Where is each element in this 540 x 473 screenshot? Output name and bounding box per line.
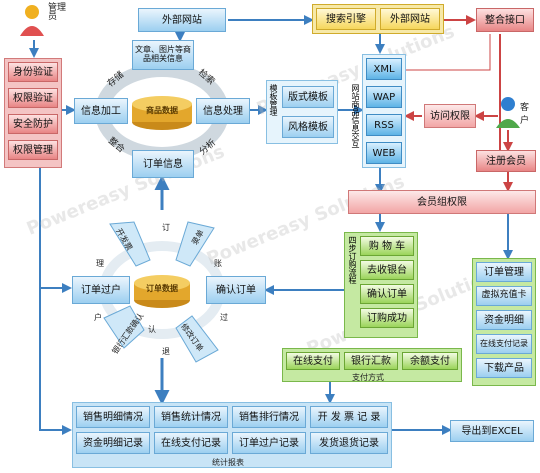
style-template[interactable]: 风格模板 <box>282 116 334 138</box>
order-info[interactable]: 订单信息 <box>132 150 194 178</box>
report-sales-detail[interactable]: 销售明细情况 <box>76 406 150 428</box>
export-excel-button[interactable]: 导出到EXCEL <box>450 420 534 442</box>
report-sales-stat[interactable]: 销售统计情况 <box>154 406 228 428</box>
member-download[interactable]: 下载产品 <box>476 358 532 378</box>
report-fund-detail[interactable]: 资金明细记录 <box>76 432 150 454</box>
ring-char: 过 <box>220 313 228 322</box>
template-management-label: 模板管理 <box>269 84 278 116</box>
format-wap[interactable]: WAP <box>366 86 402 108</box>
external-site-left[interactable]: 外部网站 <box>138 8 226 32</box>
ring-char: 认 <box>148 325 156 334</box>
format-rss[interactable]: RSS <box>366 114 402 136</box>
integration-interface[interactable]: 整合接口 <box>476 8 534 32</box>
pay-bank[interactable]: 银行汇款 <box>344 352 398 370</box>
admin-label: 管理员 <box>48 3 67 23</box>
report-sales-rank[interactable]: 销售排行情况 <box>232 406 306 428</box>
format-web[interactable]: WEB <box>366 142 402 164</box>
info-process-right[interactable]: 信息处理 <box>196 98 250 124</box>
security-button[interactable]: 安全防护 <box>8 114 58 134</box>
permission-manage-button[interactable]: 权限管理 <box>8 140 58 160</box>
member-fund-detail[interactable]: 资金明细 <box>476 310 532 330</box>
info-ring-top: 文章、图片等商品相关信息 <box>132 40 194 70</box>
report-shipping-return[interactable]: 发货退货记录 <box>310 432 388 454</box>
step-confirm[interactable]: 确认订单 <box>360 284 414 304</box>
info-process-left[interactable]: 信息加工 <box>74 98 128 124</box>
step-checkout[interactable]: 去收银台 <box>360 260 414 280</box>
customer-label: 客户 <box>520 103 530 126</box>
layout-template[interactable]: 版式模板 <box>282 86 334 108</box>
confirm-order[interactable]: 确认订单 <box>206 276 266 304</box>
product-data-db: 商品数据 <box>146 105 178 115</box>
search-engine-button[interactable]: 搜索引擎 <box>316 8 376 30</box>
permission-check-button[interactable]: 权限验证 <box>8 88 58 108</box>
payment-label: 支付方式 <box>352 373 384 382</box>
reports-label: 统计报表 <box>212 458 244 467</box>
report-invoice[interactable]: 开 发 票 记 录 <box>310 406 388 428</box>
ring-char: 账 <box>214 259 222 268</box>
access-permission[interactable]: 访问权限 <box>424 104 476 128</box>
report-order-transfer[interactable]: 订单过户记录 <box>232 432 306 454</box>
step-cart[interactable]: 购 物 车 <box>360 236 414 256</box>
interaction-label: 网站商品信息交互 <box>351 84 360 148</box>
member-group-permission[interactable]: 会员组权限 <box>348 190 536 214</box>
member-online-pay-record[interactable]: 在线支付记录 <box>476 334 532 354</box>
identity-check-button[interactable]: 身份验证 <box>8 62 58 82</box>
member-order-manage[interactable]: 订单管理 <box>476 262 532 282</box>
spoke-return: 退 <box>162 347 170 356</box>
register-member[interactable]: 注册会员 <box>476 150 536 172</box>
ring-char: 户 <box>94 313 102 322</box>
ring-char: 理 <box>96 259 104 268</box>
format-xml[interactable]: XML <box>366 58 402 80</box>
report-online-pay[interactable]: 在线支付记录 <box>154 432 228 454</box>
spoke-order: 订 <box>162 223 170 232</box>
order-transfer[interactable]: 订单过户 <box>72 276 130 304</box>
pay-online[interactable]: 在线支付 <box>286 352 340 370</box>
pay-balance[interactable]: 余额支付 <box>402 352 458 370</box>
order-data-db: 订单数据 <box>146 283 178 293</box>
order-steps-label: 四步订购流程 <box>348 236 357 284</box>
step-success[interactable]: 订购成功 <box>360 308 414 328</box>
member-virtual-card[interactable]: 虚拟充值卡 <box>476 286 532 306</box>
external-site-right[interactable]: 外部网站 <box>380 8 440 30</box>
